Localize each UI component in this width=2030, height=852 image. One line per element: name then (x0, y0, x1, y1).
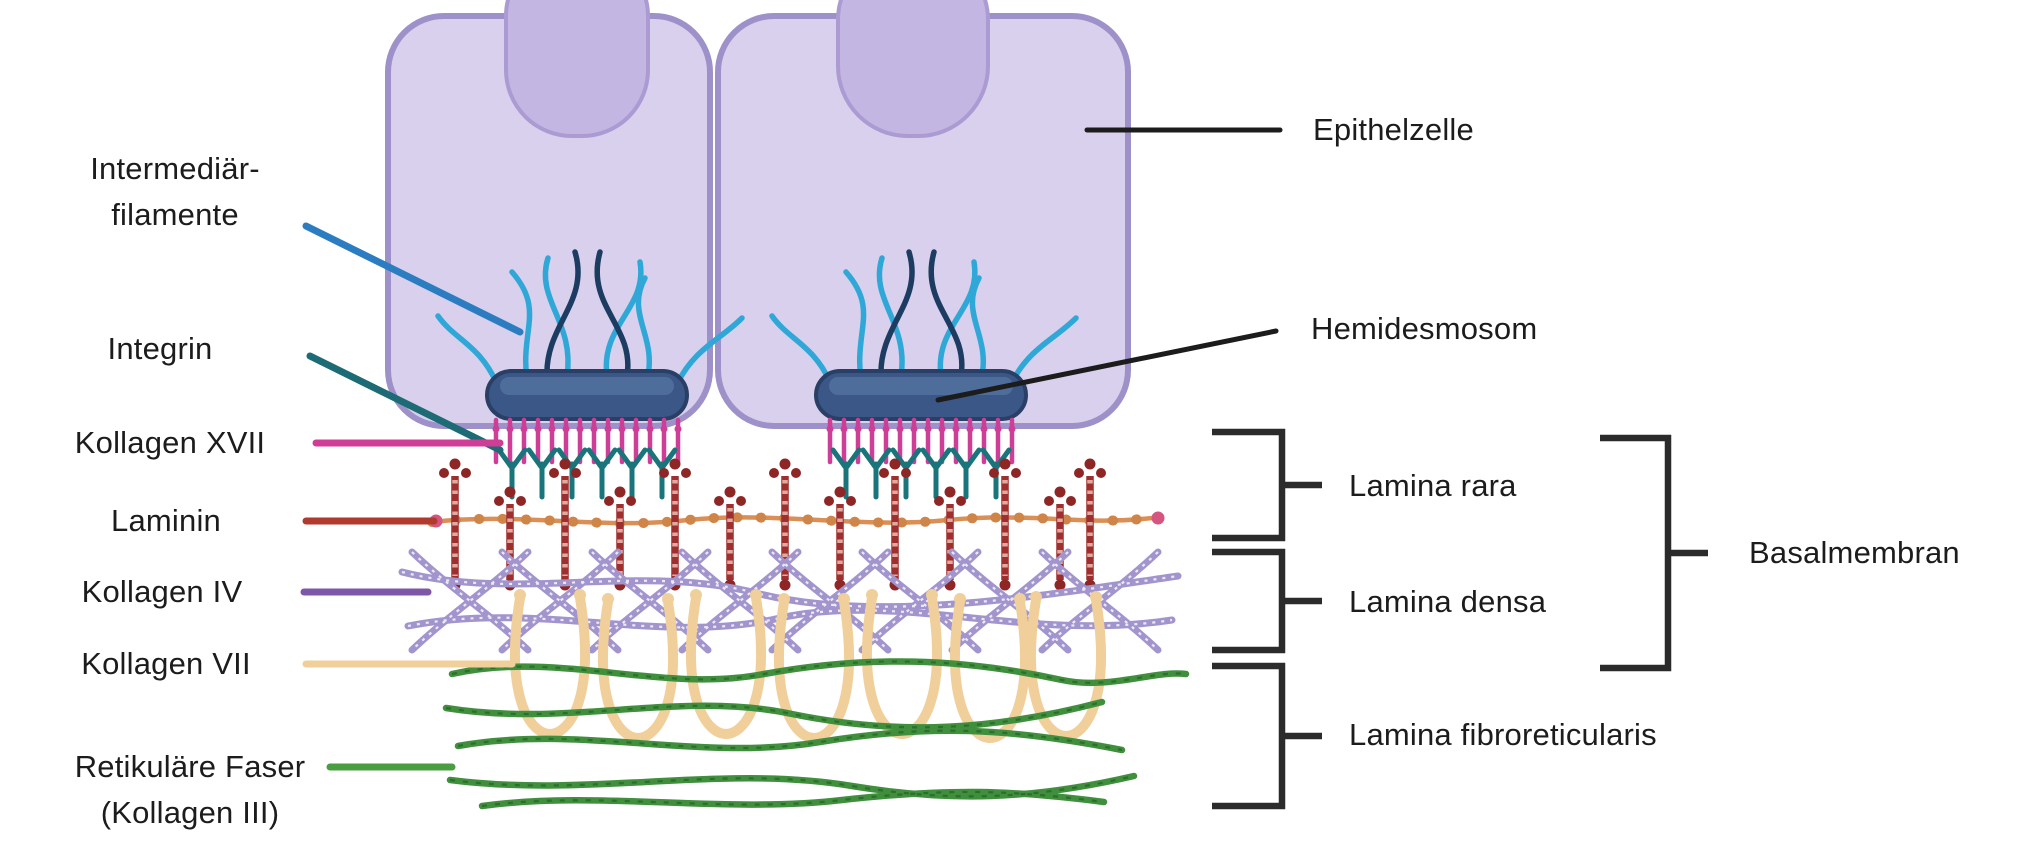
label-kollagen-xvii: Kollagen XVII (74, 425, 266, 460)
label-basalmembran: Basalmembran (1749, 535, 1960, 570)
bracket-lamina-fibroreticularis (1212, 662, 1322, 810)
pointer-hemidesmosom (935, 328, 1279, 403)
epithel-cell-right-apex (836, 0, 990, 138)
hemidesmosome-right (814, 369, 1028, 421)
label-hemidesmosom: Hemidesmosom (1311, 311, 1538, 346)
pointer-intermediaerfilamente (302, 222, 524, 336)
pointer-integrin (306, 352, 504, 454)
label-retikulaere-faser-line1: Retikuläre Faser (74, 749, 306, 784)
label-laminin: Laminin (111, 503, 221, 538)
epithel-cell-left-apex (504, 0, 650, 138)
label-lamina-fibroreticularis: Lamina fibroreticularis (1349, 717, 1657, 752)
label-epithelzelle: Epithelzelle (1313, 112, 1474, 147)
label-intermediaerfilamente-line1: Intermediär- (90, 151, 260, 186)
label-retikulaere-faser-line2: (Kollagen III) (100, 795, 280, 830)
bracket-lamina-rara (1212, 428, 1322, 542)
label-kollagen-iv: Kollagen IV (81, 574, 243, 609)
label-integrin: Integrin (107, 331, 213, 366)
hemidesmosome-left (485, 369, 689, 421)
bracket-basalmembran (1600, 434, 1708, 672)
label-lamina-rara: Lamina rara (1349, 468, 1517, 503)
bracket-lamina-densa (1212, 548, 1322, 654)
epithel-cells (385, 0, 1131, 429)
label-intermediaerfilamente: Intermediär- filamente (20, 146, 330, 238)
label-kollagen-vii: Kollagen VII (81, 646, 251, 681)
label-lamina-densa: Lamina densa (1349, 584, 1547, 619)
brackets (1212, 428, 1708, 810)
laminin-chain (430, 511, 1165, 528)
label-retikulaere-faser: Retikuläre Faser (Kollagen III) (20, 744, 360, 836)
label-intermediaerfilamente-line2: filamente (111, 197, 239, 232)
pointer-lines (300, 127, 1283, 771)
